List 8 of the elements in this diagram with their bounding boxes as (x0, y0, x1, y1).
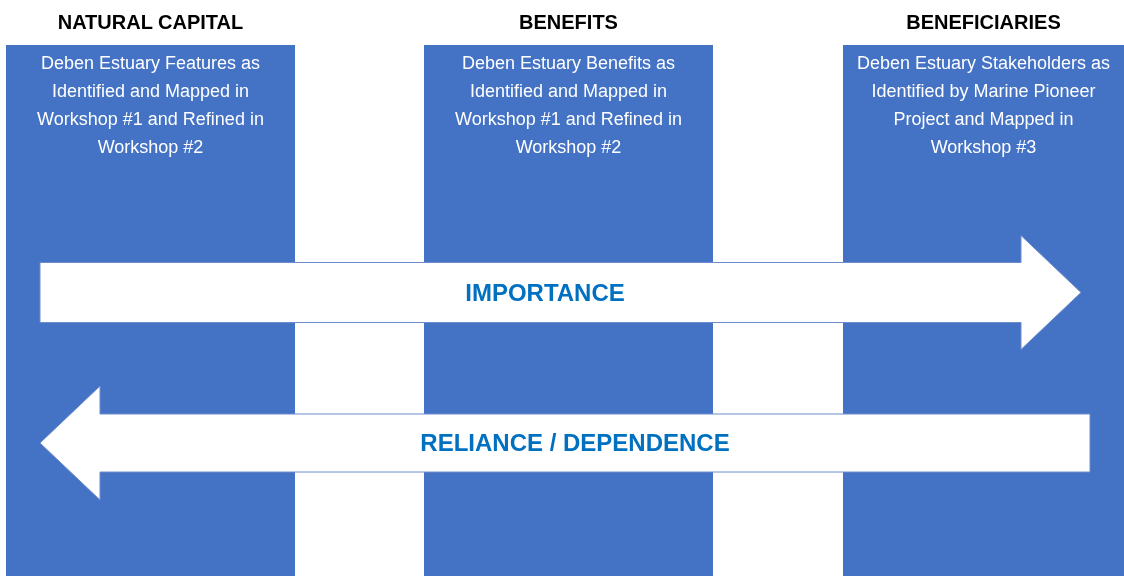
block-arrow (39, 235, 1082, 350)
column-description: Deben Estuary Stakeholders as Identified by Marine Pioneer Project and Mapped in Workshop #3 (855, 52, 1112, 159)
column-description: Deben Estuary Features as Identified and Mapped in Workshop #1 and Refined in Workshop #2 (36, 52, 265, 159)
block-arrow (39, 385, 1091, 501)
column-heading: BENEFICIARIES (906, 10, 1061, 35)
column-description: Deben Estuary Benefits as Identified and Mapped in Workshop #1 and Refined in Workshop #2 (454, 52, 683, 159)
column-heading: BENEFITS (519, 10, 618, 35)
column-heading: NATURAL CAPITAL (57, 10, 244, 35)
